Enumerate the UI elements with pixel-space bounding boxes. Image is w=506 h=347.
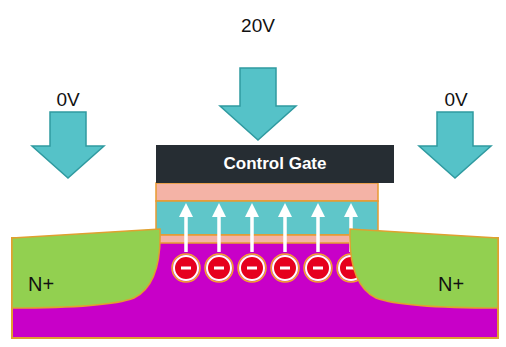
electron [271, 254, 299, 282]
electron [304, 254, 332, 282]
n-plus-drain: N+ [346, 226, 498, 310]
electron [205, 254, 233, 282]
region-outline [346, 226, 498, 310]
tunnel-arrow [316, 210, 320, 252]
tunnel-arrow [217, 210, 221, 252]
node-text: N+ [438, 273, 464, 296]
voltage-label: 0V [444, 89, 467, 111]
tunnel-oxide [156, 235, 378, 243]
voltage-label: 20V [241, 15, 275, 37]
tunneling-arrows [186, 210, 351, 252]
region-outline [12, 226, 162, 310]
node-text: N+ [28, 273, 54, 296]
floating-gate [156, 201, 378, 235]
control-gate: Control Gate [156, 145, 394, 183]
node-text: Control Gate [224, 154, 327, 174]
electrons [172, 254, 365, 282]
voltage-label: 0V [56, 89, 79, 111]
tunnel-arrow [184, 210, 188, 252]
tunnel-arrow [250, 210, 254, 252]
voltage-arrow [419, 112, 491, 178]
tunnel-arrow [283, 210, 287, 252]
electron [238, 254, 266, 282]
n-plus-source: N+ [12, 226, 162, 310]
oxide-layer [156, 183, 378, 201]
voltage-arrow [220, 68, 296, 140]
electron [172, 254, 200, 282]
voltage-arrow [32, 112, 104, 178]
